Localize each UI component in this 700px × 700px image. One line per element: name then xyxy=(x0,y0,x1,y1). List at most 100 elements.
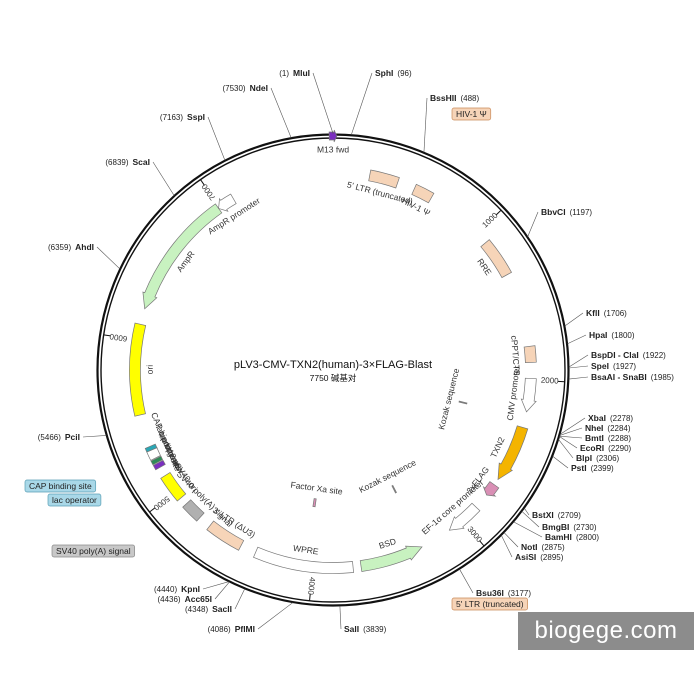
site-leader-line xyxy=(513,521,543,538)
site-label: (6359)AhdI xyxy=(48,242,94,252)
site-xbai[interactable]: XbaI(2278) xyxy=(559,413,633,435)
feature-shape xyxy=(253,546,354,574)
feature-shape xyxy=(458,400,468,405)
site-sspi[interactable]: (7163)SspI xyxy=(160,112,226,161)
site-name: BsaAI - SnaBI xyxy=(591,372,647,382)
site-kfli[interactable]: KflI (1706) xyxy=(564,308,627,327)
site-leader-line xyxy=(568,354,589,368)
site-position: (4348) xyxy=(185,605,208,614)
feature-m13-fwd: M13 fwd xyxy=(317,129,349,154)
site-blpi[interactable]: BlpI(2306) xyxy=(558,439,620,463)
site-name: BstXI xyxy=(532,510,554,520)
site-label: XbaI(2278) xyxy=(588,413,633,423)
site-ahdi[interactable]: (6359)AhdI xyxy=(48,242,120,270)
site-bspdi-clai[interactable]: BspDI - ClaI(1922) xyxy=(568,350,666,368)
feature-shape xyxy=(368,169,400,189)
feature-rre: RRE xyxy=(475,239,512,279)
site-label: SpeI(1927) xyxy=(591,361,636,371)
site-sacii[interactable]: (4348)SacII xyxy=(185,588,245,614)
feature-shape xyxy=(312,498,317,508)
restriction-sites: (1)MluI SphI(96)BssHII(488) BbvCI(1197) Kfl… xyxy=(38,68,674,634)
site-position: (3177) xyxy=(508,589,531,598)
site-bsshii[interactable]: BssHII(488) xyxy=(423,93,480,153)
site-bsaai-snabi[interactable]: BsaAI - SnaBI (1985) xyxy=(568,372,674,382)
site-bsu36i[interactable]: Bsu36I(3177) xyxy=(459,569,532,598)
site-leader-line xyxy=(559,427,583,436)
feature-kozak-sequence: Kozak sequence xyxy=(357,457,418,495)
site-bmti[interactable]: BmtI (2288) xyxy=(559,433,632,443)
site-sphi[interactable]: SphI(96) xyxy=(351,68,412,135)
site-sali[interactable]: SalI(3839) xyxy=(339,605,387,634)
site-leader-line xyxy=(312,72,334,135)
site-label: (7163)SspI xyxy=(160,112,205,122)
site-position: (2709) xyxy=(558,511,581,520)
site-label: EcoRI(2290) xyxy=(580,443,632,453)
site-label: HpaI(1800) xyxy=(589,330,635,340)
site-position: (2288) xyxy=(608,434,631,443)
site-pcii[interactable]: (5466)PciI xyxy=(38,432,107,442)
site-bmgbi[interactable]: BmgBI(2730) xyxy=(521,511,597,532)
feature-shape xyxy=(328,129,338,143)
site-mlui[interactable]: (1)MluI xyxy=(279,68,334,135)
site-asisi[interactable]: AsiSI(2895) xyxy=(501,535,564,562)
site-name: HpaI xyxy=(589,330,607,340)
site-spei[interactable]: SpeI(1927) xyxy=(568,361,636,371)
site-position: (2284) xyxy=(607,424,630,433)
site-position: (96) xyxy=(397,69,412,78)
site-kpni[interactable]: (4440)KpnI xyxy=(154,581,229,594)
feature-label: Kozak sequence xyxy=(436,367,461,431)
feature-cmv-promoter: CMV promoter xyxy=(505,365,537,421)
callout-box xyxy=(451,107,492,121)
site-psti[interactable]: PstI(2399) xyxy=(552,456,614,473)
site-label: (1)MluI xyxy=(279,68,310,78)
tick-mark xyxy=(103,334,111,337)
feature-shape xyxy=(497,425,529,481)
site-bamhi[interactable]: BamHI(2800) xyxy=(513,521,600,542)
site-ndei[interactable]: (7530) NdeI xyxy=(222,83,292,138)
site-position: (1197) xyxy=(570,208,593,217)
site-leader-line xyxy=(559,436,578,449)
tick-mark xyxy=(200,179,205,186)
site-ecori[interactable]: EcoRI(2290) xyxy=(559,436,632,453)
site-bbvci[interactable]: BbvCI(1197) xyxy=(527,207,593,237)
site-label: PstI(2399) xyxy=(571,463,614,473)
site-name: KflI xyxy=(586,308,600,318)
site-label: (4348)SacII xyxy=(185,604,232,614)
site-leader-line xyxy=(552,456,569,469)
site-label: BmgBI(2730) xyxy=(542,522,597,532)
feature-shape xyxy=(144,443,158,453)
site-leader-line xyxy=(527,211,539,237)
site-position: (7530) xyxy=(222,84,245,93)
site-position: (1706) xyxy=(604,309,627,318)
site-name: BmgBI xyxy=(542,522,569,532)
site-position: (1985) xyxy=(651,373,674,382)
site-leader-line xyxy=(152,161,175,196)
callout-box xyxy=(47,493,102,507)
site-pflmi[interactable]: (4086)PflMI xyxy=(208,602,294,634)
site-leader-line xyxy=(234,588,245,610)
site-leader-line xyxy=(501,535,513,558)
feature-shape xyxy=(206,520,245,551)
site-leader-line xyxy=(559,435,583,439)
site-name: NdeI xyxy=(250,83,268,93)
site-nhei[interactable]: NheI(2284) xyxy=(559,423,631,436)
site-name: PstI xyxy=(571,463,587,473)
site-label: BsaAI - SnaBI (1985) xyxy=(591,372,674,382)
site-bstxi[interactable]: BstXI (2709) xyxy=(524,508,581,520)
feature-shape xyxy=(482,481,500,497)
site-acc65i[interactable]: (4436)Acc65I xyxy=(157,581,230,604)
site-label: SalI(3839) xyxy=(344,624,387,634)
tick-label: 1000 xyxy=(480,210,499,229)
site-name: BmtI xyxy=(585,433,604,443)
site-leader-line xyxy=(564,312,584,327)
site-position: (1927) xyxy=(613,362,636,371)
site-scai[interactable]: (6839)ScaI xyxy=(105,157,175,196)
site-leader-line xyxy=(568,365,589,369)
site-hpai[interactable]: HpaI(1800) xyxy=(567,330,635,345)
site-name: KpnI xyxy=(181,584,200,594)
site-leader-line xyxy=(567,334,587,345)
feature-label: Kozak sequence xyxy=(357,457,418,495)
feature-ori: ori xyxy=(129,322,155,417)
site-noti[interactable]: NotI(2875) xyxy=(503,532,565,552)
